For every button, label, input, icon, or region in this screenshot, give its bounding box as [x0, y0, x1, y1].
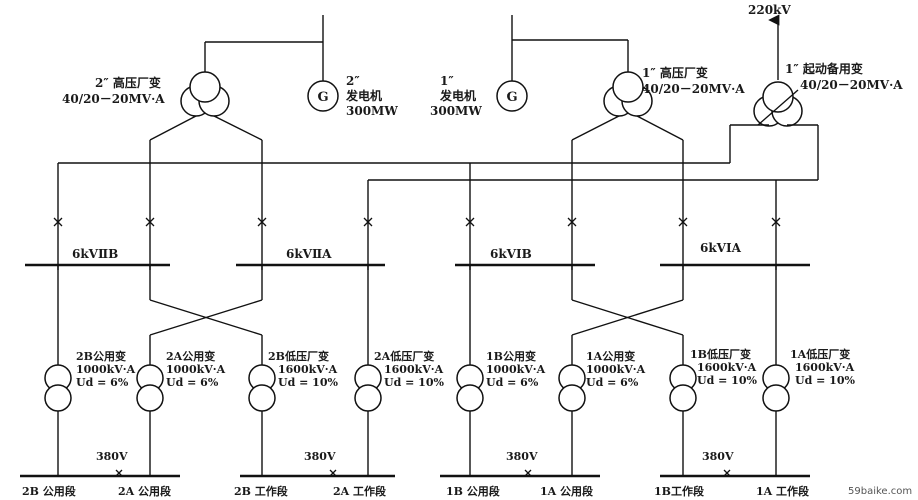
svg-text:Ud = 10%: Ud = 10% — [384, 376, 444, 389]
g1-prefix: 1″ — [440, 74, 454, 88]
top-connections — [148, 14, 819, 181]
svg-text:1000kV·A: 1000kV·A — [76, 363, 136, 376]
bus-1a: 6kVⅠA — [700, 241, 742, 255]
t1hv-label: 1″ 高压厂变 — [642, 65, 708, 80]
svg-text:2B低压厂变: 2B低压厂变 — [268, 349, 329, 363]
transformer-2-hv — [149, 71, 263, 270]
svg-text:Ud = 10%: Ud = 10% — [697, 374, 757, 387]
g2-label: 发电机 — [345, 88, 382, 103]
svg-text:1B公用变: 1B公用变 — [486, 349, 536, 363]
tie-label-4: 380V — [702, 450, 734, 463]
svg-text:Ud = 6%: Ud = 6% — [586, 376, 639, 389]
svg-text:G: G — [317, 90, 328, 105]
generator-2: G — [307, 80, 339, 112]
transformer-1-standby — [730, 81, 818, 127]
svg-text:1B低压厂变: 1B低压厂变 — [690, 347, 751, 361]
svg-text:2B 工作段: 2B 工作段 — [234, 484, 288, 498]
t1st-rating: 40/20－20MV·A — [800, 78, 903, 92]
transformer-1-hv — [571, 71, 684, 270]
g2-power: 300MW — [346, 104, 398, 118]
lv-feeders — [57, 411, 777, 476]
svg-text:1000kV·A: 1000kV·A — [486, 363, 546, 376]
tie-breakers — [115, 469, 731, 477]
svg-text:1600kV·A: 1600kV·A — [697, 361, 757, 374]
t2hv-label: 2″ 高压厂变 — [95, 75, 161, 90]
svg-text:1A 工作段: 1A 工作段 — [756, 484, 809, 498]
svg-text:Ud = 10%: Ud = 10% — [795, 374, 855, 387]
svg-text:2A 工作段: 2A 工作段 — [333, 484, 386, 498]
svg-text:1600kV·A: 1600kV·A — [795, 361, 855, 374]
svg-text:Ud = 10%: Ud = 10% — [278, 376, 338, 389]
grid-label: 220kV — [748, 3, 791, 17]
feeders — [57, 265, 777, 365]
lv-labels: 2B公用变 1000kV·A Ud = 6% 2A公用变 1000kV·A Ud… — [76, 347, 855, 389]
generator-1: G — [496, 80, 528, 112]
tie-label-1: 380V — [96, 450, 128, 463]
breakers-upper — [53, 217, 781, 227]
svg-text:1000kV·A: 1000kV·A — [166, 363, 226, 376]
tie-label-2: 380V — [304, 450, 336, 463]
svg-text:Ud = 6%: Ud = 6% — [486, 376, 539, 389]
watermark: 59baike.com — [848, 486, 912, 497]
svg-text:1600kV·A: 1600kV·A — [384, 363, 444, 376]
svg-text:2A公用变: 2A公用变 — [166, 349, 215, 363]
g1-power: 300MW — [430, 104, 482, 118]
svg-text:1600kV·A: 1600kV·A — [278, 363, 338, 376]
bus-2b: 6kVⅡB — [72, 247, 118, 261]
t1st-label: 1″ 起动备用变 — [785, 61, 863, 76]
svg-text:G: G — [506, 90, 517, 105]
svg-text:2A低压厂变: 2A低压厂变 — [374, 349, 434, 363]
t1hv-rating: 40/20－20MV·A — [642, 82, 745, 96]
bus-1b: 6kVⅠB — [490, 247, 532, 261]
svg-text:1B 公用段: 1B 公用段 — [446, 484, 500, 498]
g2-prefix: 2″ — [346, 74, 360, 88]
svg-text:2A 公用段: 2A 公用段 — [118, 484, 171, 498]
svg-text:1A公用变: 1A公用变 — [586, 349, 635, 363]
svg-text:1A 公用段: 1A 公用段 — [540, 484, 593, 498]
svg-text:Ud = 6%: Ud = 6% — [76, 376, 129, 389]
t2hv-rating: 40/20－20MV·A — [62, 92, 165, 106]
svg-text:Ud = 6%: Ud = 6% — [166, 376, 219, 389]
svg-text:1000kV·A: 1000kV·A — [586, 363, 646, 376]
svg-text:1B工作段: 1B工作段 — [654, 484, 704, 498]
g1-label: 发电机 — [439, 88, 476, 103]
lv-transformers — [44, 364, 790, 412]
section-labels: 2B 公用段 2A 公用段 2B 工作段 2A 工作段 1B 公用段 1A 公用… — [22, 484, 809, 498]
tie-label-3: 380V — [506, 450, 538, 463]
svg-text:2B公用变: 2B公用变 — [76, 349, 126, 363]
svg-text:2B 公用段: 2B 公用段 — [22, 484, 76, 498]
bus-2a: 6kVⅡA — [286, 247, 332, 261]
svg-text:1A低压厂变: 1A低压厂变 — [790, 347, 850, 361]
